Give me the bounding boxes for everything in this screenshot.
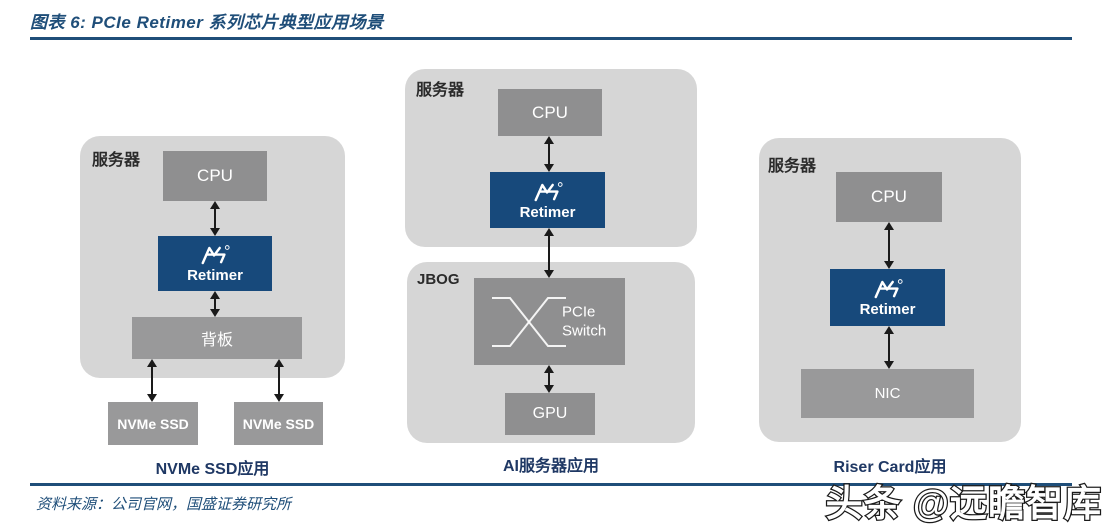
bidir-arrow-icon — [541, 228, 557, 278]
backplane-box: 背板 — [132, 317, 302, 359]
retimer-box-right: Retimer — [830, 269, 945, 326]
cpu-box-left: CPU — [163, 151, 267, 201]
bidir-arrow-icon — [207, 291, 223, 317]
montage-logo-icon — [874, 279, 903, 299]
bidir-arrow-icon — [541, 136, 557, 172]
figure-title: 图表 6: PCIe Retimer 系列芯片典型应用场景 — [30, 13, 384, 32]
bidir-arrow-icon — [271, 359, 287, 402]
server-label-left: 服务器 — [92, 152, 141, 169]
bidir-arrow-icon — [881, 326, 897, 369]
cpu-box-right: CPU — [836, 172, 942, 222]
caption-riser-card: Riser Card应用 — [833, 459, 947, 476]
retimer-label: Retimer — [519, 203, 576, 221]
bidir-arrow-icon — [207, 201, 223, 236]
bidir-arrow-icon — [881, 222, 897, 269]
caption-nvme: NVMe SSD应用 — [155, 461, 270, 478]
crossover-icon — [492, 297, 566, 347]
nvme-ssd-box-2: NVMe SSD — [234, 402, 323, 445]
source-note: 资料来源：公司官网，国盛证券研究所 — [36, 496, 292, 513]
montage-logo-icon — [534, 181, 563, 201]
retimer-box-middle: Retimer — [490, 172, 605, 228]
retimer-box-left: Retimer — [158, 236, 272, 291]
cpu-box-middle: CPU — [498, 89, 602, 136]
bottom-divider — [30, 483, 1072, 486]
caption-ai-server: AI服务器应用 — [502, 458, 599, 475]
jbog-label: JBOG — [417, 271, 460, 288]
retimer-label: Retimer — [187, 267, 243, 284]
pcie-switch-label: PCIe Switch — [562, 303, 607, 340]
nic-box: NIC — [801, 369, 974, 418]
montage-logo-icon — [201, 245, 230, 265]
server-label-middle: 服务器 — [416, 82, 465, 99]
bidir-arrow-icon — [541, 365, 557, 393]
retimer-label: Retimer — [859, 301, 916, 318]
pcie-switch-box: PCIe Switch — [474, 278, 625, 365]
gpu-box: GPU — [505, 393, 595, 435]
nvme-ssd-box-1: NVMe SSD — [108, 402, 198, 445]
toutiao-watermark: 头条 @远瞻智库 — [824, 482, 1102, 526]
bidir-arrow-icon — [144, 359, 160, 402]
server-label-right: 服务器 — [768, 158, 817, 175]
top-divider — [30, 37, 1072, 40]
